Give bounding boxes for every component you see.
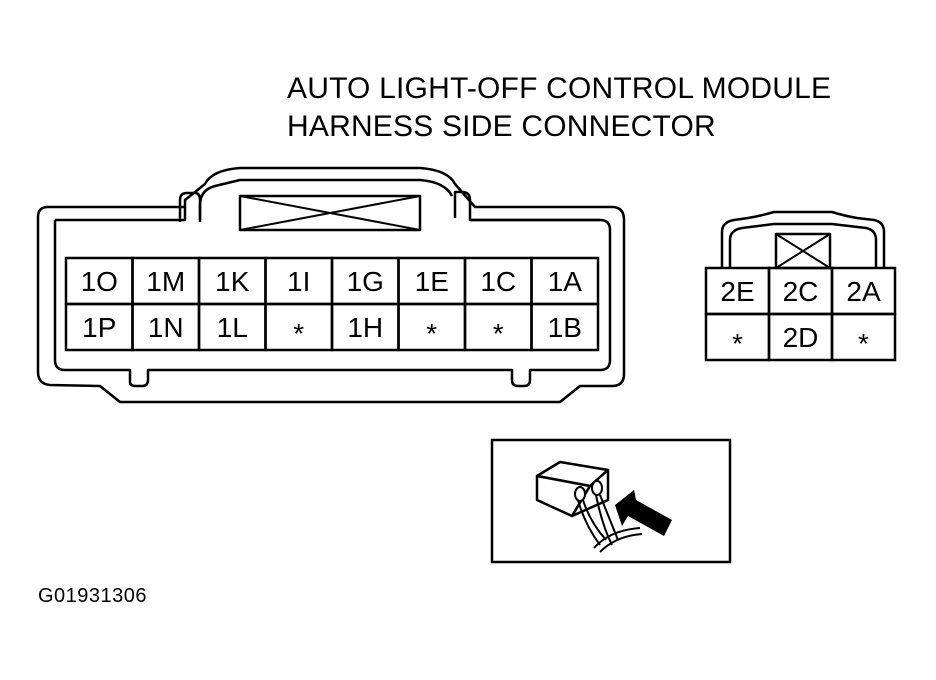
connector-1-pin-label: 1I — [287, 266, 310, 297]
connector-1-pin-label: * — [426, 318, 437, 349]
connector-1-pin-unused: * — [264, 302, 334, 352]
connector-1-pin-label: 1M — [146, 266, 185, 297]
connector-2-pin-2e: 2E — [704, 266, 771, 316]
connector-1-pin-1a: 1A — [530, 256, 600, 306]
figure-code: G01931306 — [38, 585, 148, 607]
connector-1-pin-label: 1E — [415, 266, 449, 297]
connector-1-pin-label: 1H — [347, 312, 383, 343]
probe-into-connector-arrow-icon — [490, 438, 732, 564]
connector-1-pin-1l: 1L — [197, 302, 267, 352]
connector-1-pin-label: 1P — [82, 312, 116, 343]
connector-1-pin-1b: 1B — [530, 302, 600, 352]
connector-1-pin-label: 1G — [347, 266, 384, 297]
connector-2-body — [720, 210, 886, 270]
connector-1-pin-label: 1L — [217, 312, 248, 343]
connector-1-pin-1i: 1I — [264, 256, 334, 306]
connector-1-pin-label: 1O — [81, 266, 118, 297]
connector-1-pin-1e: 1E — [397, 256, 467, 306]
connector-1-pin-1h: 1H — [330, 302, 400, 352]
connector-1-pin-label: * — [493, 318, 504, 349]
connector-2-pin-2c: 2C — [767, 266, 834, 316]
title-line-2: HARNESS SIDE CONNECTOR — [287, 110, 716, 143]
connector-1-pin-1k: 1K — [197, 256, 267, 306]
connector-1-pin-label: 1K — [215, 266, 250, 297]
connector-2-pin-unused: * — [830, 312, 897, 362]
connector-2-pin-label: 2C — [783, 276, 819, 307]
connector-2-pin-2a: 2A — [830, 266, 897, 316]
connector-1-pin-1n: 1N — [131, 302, 201, 352]
connector-2-pin-label: * — [858, 328, 869, 359]
connector-2-pin-label: * — [732, 328, 743, 359]
connector-1-pin-1g: 1G — [330, 256, 400, 306]
connector-1-pin-1o: 1O — [64, 256, 134, 306]
title-line-1: AUTO LIGHT-OFF CONTROL MODULE — [287, 72, 832, 105]
connector-1-pin-label: 1A — [548, 266, 583, 297]
connector-2-pin-label: 2D — [783, 322, 819, 353]
connector-2-pin-2d: 2D — [767, 312, 834, 362]
connector-1-pin-label: 1N — [148, 312, 184, 343]
connector-1-pin-grid: 1O 1M 1K 1I 1G 1E 1C 1A 1P 1N 1L * 1H * * 1B — [64, 256, 600, 352]
connector-1-pin-unused: * — [463, 302, 533, 352]
connector-1-pin-1c: 1C — [463, 256, 533, 306]
connector-2-pin-label: 2A — [846, 276, 881, 307]
connector-1-pin-label: 1B — [548, 312, 582, 343]
connector-1-pin-1m: 1M — [131, 256, 201, 306]
connector-1-pin-label: 1C — [480, 266, 516, 297]
connector-1-pin-unused: * — [397, 302, 467, 352]
connector-2-pin-grid: 2E 2C 2A * 2D * — [704, 266, 897, 362]
connector-2-pin-label: 2E — [720, 276, 754, 307]
connector-1-body — [36, 166, 626, 404]
connector-1-pin-1p: 1P — [64, 302, 134, 352]
connector-1-pin-label: * — [293, 318, 304, 349]
connector-2-pin-unused: * — [704, 312, 771, 362]
